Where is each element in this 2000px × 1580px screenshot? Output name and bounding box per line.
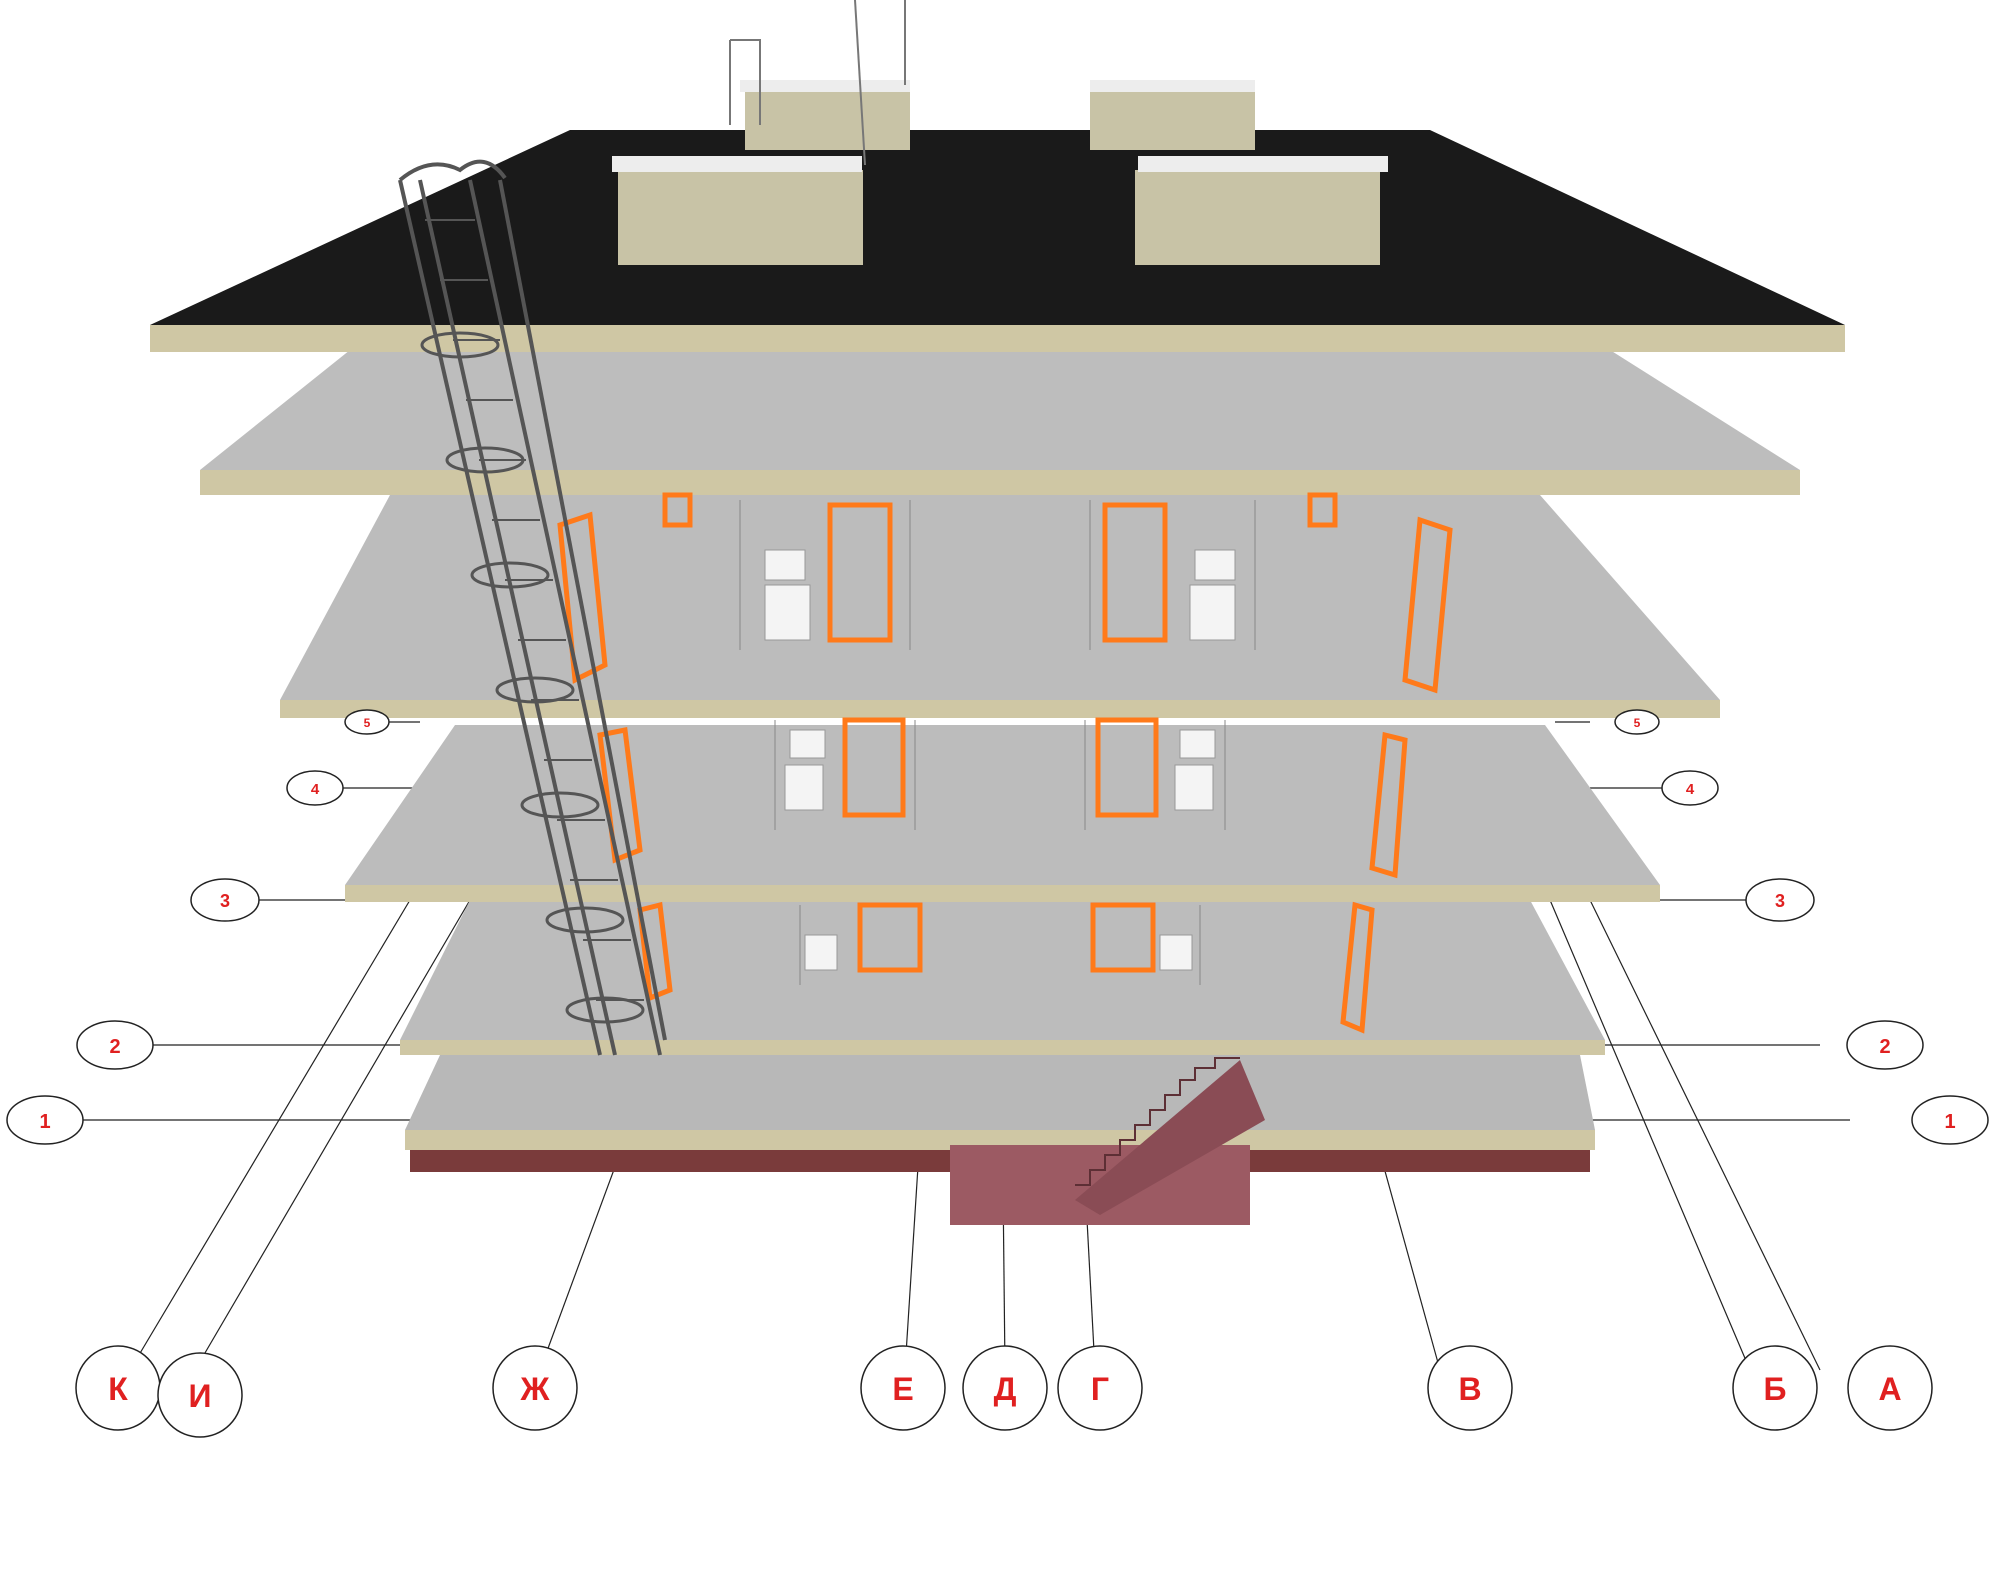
axis-label: 1 [39, 1111, 50, 1133]
door-frame-icon [637, 901, 673, 1002]
roof [150, 130, 1845, 352]
axis-marker: 1 [1911, 1095, 1989, 1145]
door-frames [557, 492, 1453, 1034]
axis-label: 5 [1634, 716, 1641, 730]
axis-marker: 1 [6, 1095, 84, 1145]
axis-marker: 5 [1614, 709, 1660, 735]
axis-marker: В [1427, 1345, 1513, 1431]
axis-label: Д [994, 1371, 1017, 1407]
axis-label: 3 [220, 891, 230, 911]
axis-label: 1 [1944, 1111, 1955, 1133]
partitions [739, 500, 1256, 985]
ground-slab-top [405, 1055, 1595, 1130]
axis-label: 3 [1775, 891, 1785, 911]
axis-label: А [1878, 1371, 1901, 1407]
axis-label: Е [892, 1371, 913, 1407]
axis-label: И [189, 1378, 212, 1414]
axis-marker: 3 [190, 878, 260, 922]
slab-top [200, 350, 1800, 495]
roof-edge [150, 325, 1845, 352]
letter-markers: К И Ж Е Д Г В Б [75, 1345, 1933, 1438]
slab-level-5 [280, 495, 1720, 718]
level-markers-left: 1 2 3 4 5 [6, 709, 390, 1145]
slab-level-2 [400, 900, 1605, 1055]
axis-marker: Г [1057, 1345, 1143, 1431]
door-frame-icon [1340, 901, 1375, 1034]
axis-marker: 5 [344, 709, 390, 735]
cage-ladder-icon [398, 159, 667, 1056]
axis-marker: К [75, 1345, 161, 1431]
door-frame-icon [842, 717, 906, 818]
slab-level-3 [345, 725, 1660, 902]
exterior-stair [950, 1057, 1265, 1225]
door-frame-icon [857, 902, 923, 973]
axis-marker: 4 [1661, 770, 1719, 806]
axis-marker: Ж [492, 1345, 578, 1431]
roof-parapets [612, 0, 1388, 265]
axis-label: Ж [520, 1371, 551, 1407]
door-frame-icon [827, 502, 893, 643]
axis-marker: А [1847, 1345, 1933, 1431]
axis-label: Б [1764, 1371, 1787, 1407]
door-frame-icon [1369, 731, 1408, 879]
axis-label: 2 [1879, 1036, 1890, 1058]
ground-slab-edge [405, 1130, 1595, 1150]
axis-label: К [108, 1371, 128, 1407]
axis-marker: 2 [76, 1020, 154, 1070]
axis-label: 4 [311, 781, 320, 798]
door-frame-icon [1102, 502, 1168, 643]
axis-marker: Е [860, 1345, 946, 1431]
axis-label: Г [1091, 1371, 1109, 1407]
door-frame-icon [1402, 516, 1453, 694]
axis-marker: Б [1732, 1345, 1818, 1431]
axis-label: 4 [1686, 781, 1695, 798]
bathroom-fixtures [764, 549, 1236, 971]
roof-top [150, 130, 1845, 325]
axis-marker: 2 [1846, 1020, 1924, 1070]
axis-marker: 4 [286, 770, 344, 806]
door-frame-icon [1095, 717, 1159, 818]
door-frame-icon [557, 511, 608, 684]
axis-marker: 3 [1745, 878, 1815, 922]
door-frame-icon [1090, 902, 1156, 973]
level-markers-right: 1 2 3 4 5 [1614, 709, 1989, 1145]
axis-label: В [1458, 1371, 1481, 1407]
axis-marker: И [157, 1352, 243, 1438]
axis-marker: Д [962, 1345, 1048, 1431]
axis-label: 2 [109, 1036, 120, 1058]
axis-label: 5 [364, 716, 371, 730]
